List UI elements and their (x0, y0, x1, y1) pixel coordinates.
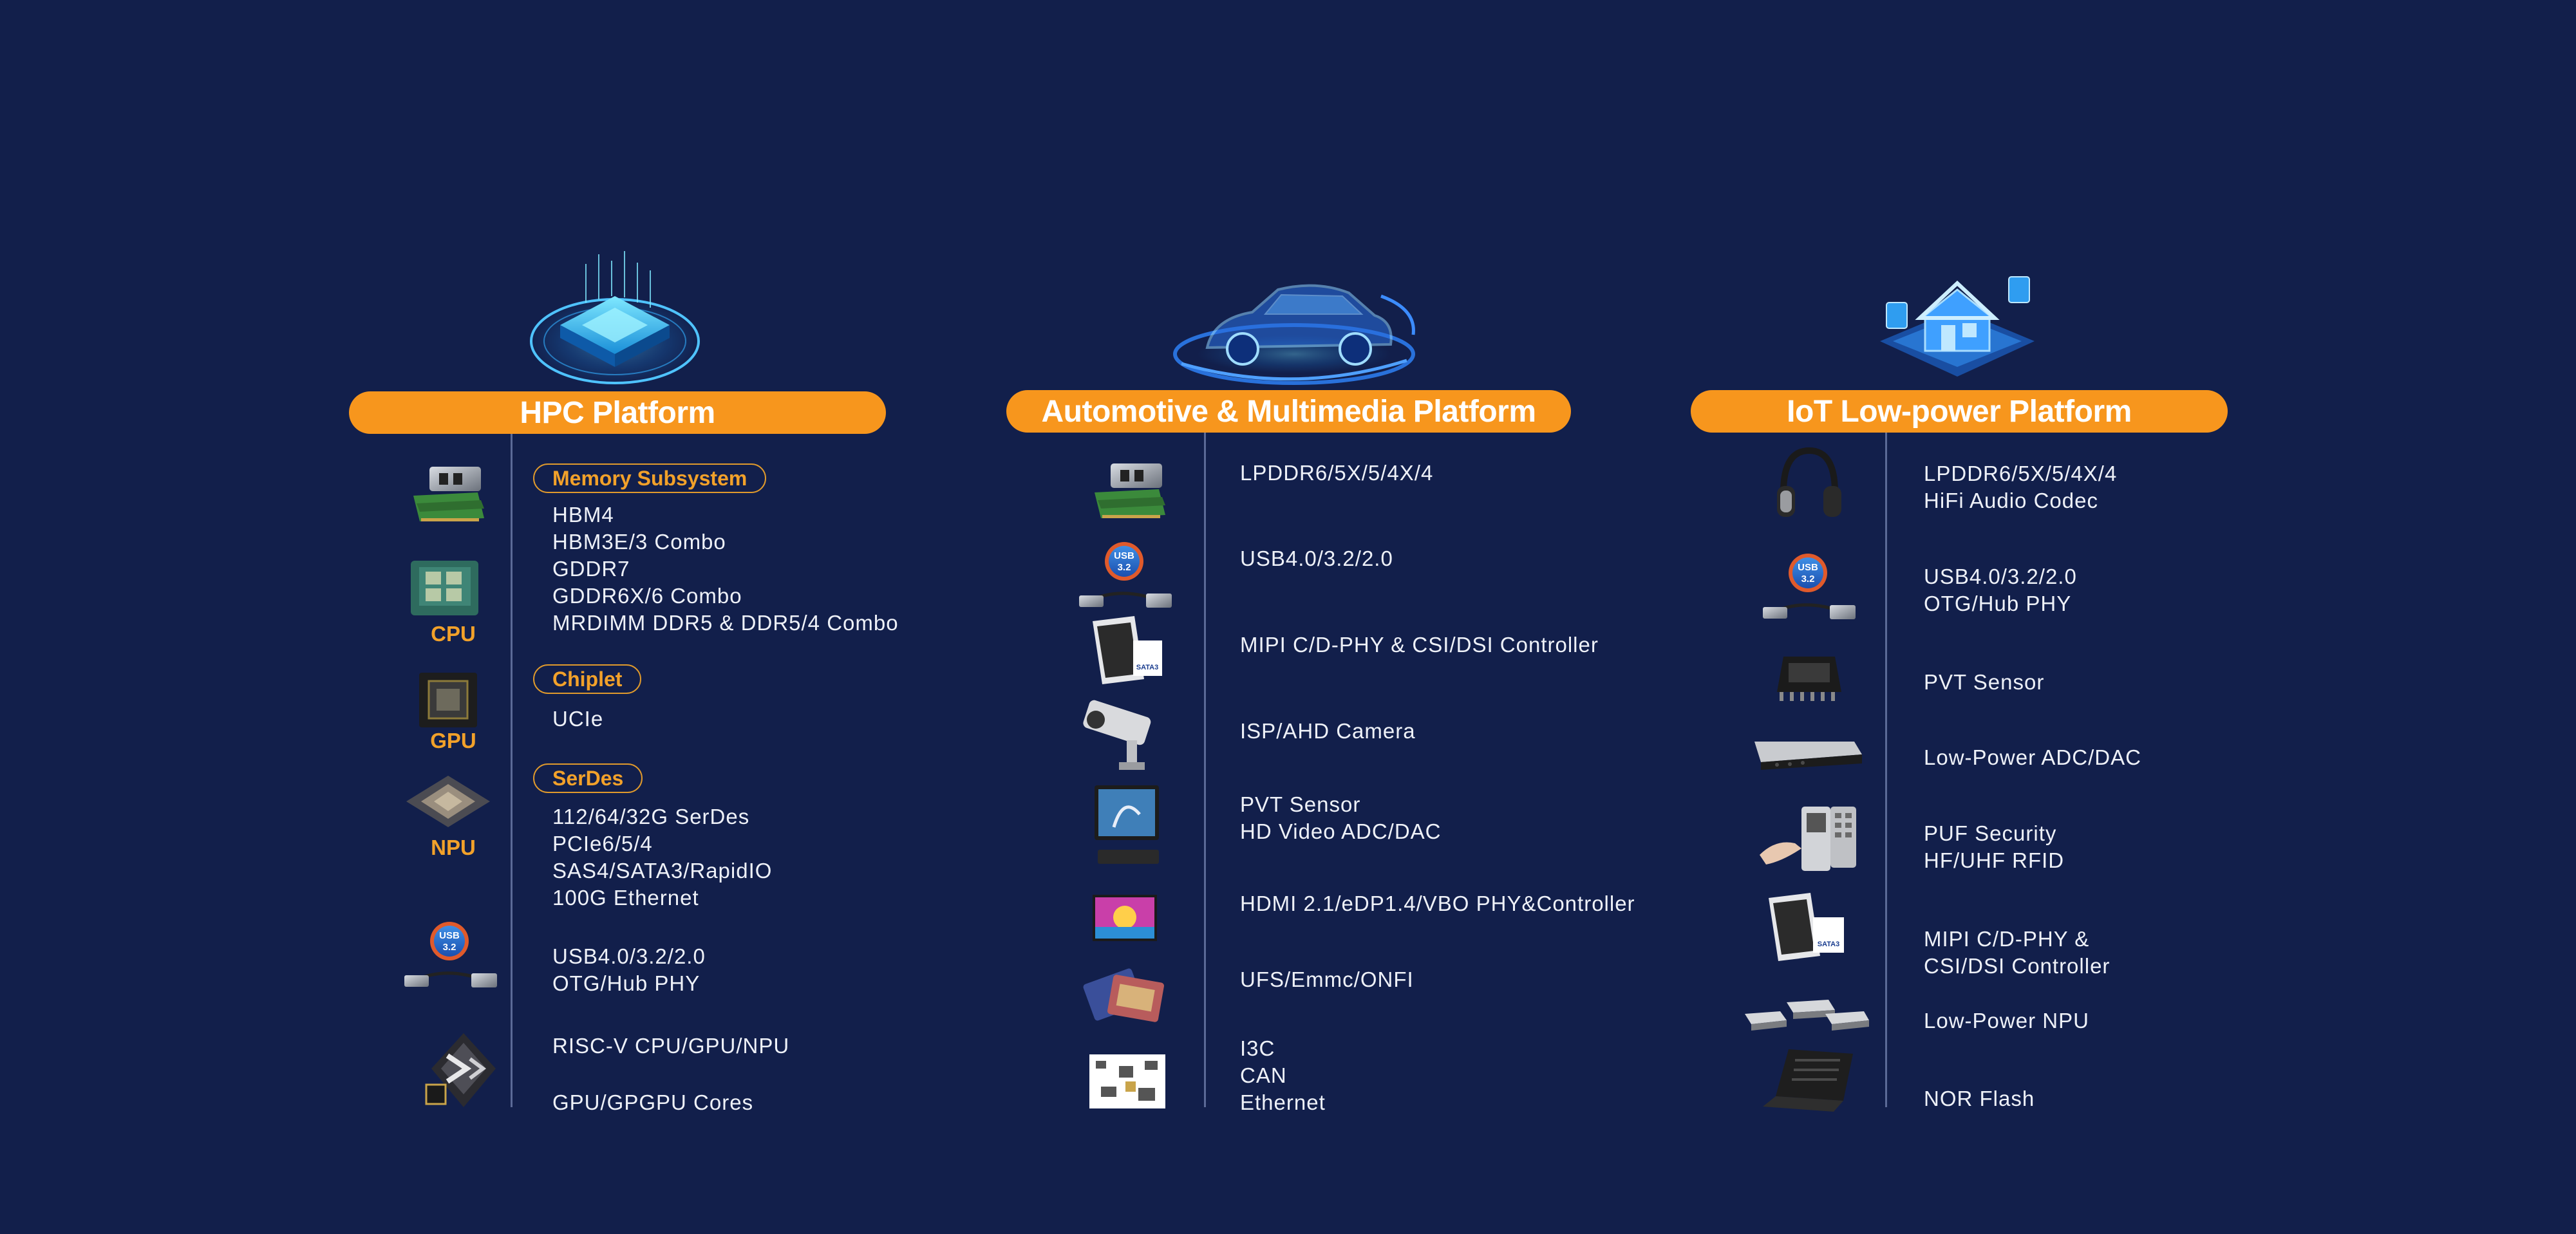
memory-subsystem-tag: Memory Subsystem (533, 463, 767, 493)
npu-chip-icon (403, 772, 493, 830)
iot-item-csi-dsi: CSI/DSI Controller (1924, 954, 2111, 978)
auto-item-usb: USB4.0/3.2/2.0 (1240, 547, 1393, 570)
flash-board-icon (1756, 1046, 1863, 1117)
hdmi-display-icon (1089, 892, 1161, 949)
auto-item-ethernet: Ethernet (1240, 1090, 1326, 1114)
glowing-chip-icon (522, 251, 708, 393)
usb-badge-bottom-text: 3.2 (1801, 574, 1815, 584)
auto-item-lpddr: LPDDR6/5X/5/4X/4 (1240, 461, 1434, 485)
gpu-label: GPU (430, 729, 476, 753)
sata-badge-text: SATA3 (1136, 664, 1158, 671)
usb-badge-bottom-text: 3.2 (1118, 562, 1131, 573)
usb-cable-icon: USB 3.2 (1758, 552, 1861, 626)
cpu-chip-icon (408, 557, 482, 619)
auto-item-isp: ISP/AHD Camera (1240, 719, 1416, 743)
sensor-module-icon (1771, 647, 1848, 705)
storage-cards-icon (1078, 962, 1168, 1027)
hpc-chiplet-item: UCIe (552, 707, 604, 731)
monitor-video-icon (1088, 782, 1165, 869)
npu-server-icon (1742, 995, 1870, 1037)
iot-item-nor-flash: NOR Flash (1924, 1087, 2035, 1110)
auto-divider (1204, 433, 1206, 1107)
hpc-serdes-item: 112/64/32G SerDes (552, 805, 750, 828)
hologram-car-icon (1169, 257, 1420, 393)
iot-item-otg: OTG/Hub PHY (1924, 592, 2072, 615)
iot-item-puf: PUF Security (1924, 821, 2057, 845)
hpc-usb-item: OTG/Hub PHY (552, 971, 700, 995)
interface-diagram-icon (1088, 1053, 1167, 1110)
gpu-chip-icon (416, 669, 480, 731)
usb-cable-icon: USB 3.2 (399, 921, 502, 995)
hpc-memory-item: MRDIMM DDR5 & DDR5/4 Combo (552, 611, 899, 635)
processor-cores-icon (418, 1030, 499, 1110)
iot-divider (1885, 433, 1887, 1107)
iot-item-pvt: PVT Sensor (1924, 670, 2045, 694)
memory-module-icon (1088, 454, 1172, 528)
hpc-usb-item: USB4.0/3.2/2.0 (552, 944, 706, 968)
npu-label: NPU (431, 836, 476, 859)
ssd-drive-icon: SATA3 (1083, 615, 1167, 687)
adc-device-icon (1751, 734, 1864, 772)
usb-badge-top-text: USB (439, 930, 460, 941)
smart-home-icon (1874, 264, 2041, 386)
hpc-memory-item: GDDR6X/6 Combo (552, 584, 742, 608)
iot-item-audio-codec: HiFi Audio Codec (1924, 489, 2098, 512)
hpc-memory-item: HBM4 (552, 503, 614, 527)
headphones-icon (1774, 444, 1845, 521)
usb-badge-bottom-text: 3.2 (443, 942, 456, 953)
sata-badge-text: SATA3 (1818, 940, 1839, 948)
security-keypad-icon (1756, 803, 1859, 875)
auto-item-ufs: UFS/Emmc/ONFI (1240, 968, 1414, 991)
iot-platform-banner: IoT Low-power Platform (1691, 390, 2228, 433)
iot-item-npu: Low-Power NPU (1924, 1009, 2089, 1033)
auto-platform-banner: Automotive & Multimedia Platform (1006, 390, 1571, 433)
iot-item-mipi: MIPI C/D-PHY & (1924, 927, 2090, 951)
auto-item-video-adc: HD Video ADC/DAC (1240, 819, 1442, 843)
hpc-serdes-item: SAS4/SATA3/RapidIO (552, 859, 773, 883)
usb-badge-top-text: USB (1114, 550, 1134, 561)
hpc-memory-item: HBM3E/3 Combo (552, 530, 726, 554)
iot-item-usb: USB4.0/3.2/2.0 (1924, 565, 2077, 588)
hpc-serdes-item: 100G Ethernet (552, 886, 699, 910)
hpc-memory-item: GDDR7 (552, 557, 630, 581)
hpc-riscv-item: RISC-V CPU/GPU/NPU (552, 1034, 790, 1058)
usb-badge-top-text: USB (1798, 562, 1818, 573)
serdes-tag: SerDes (533, 763, 643, 793)
hpc-platform-banner: HPC Platform (349, 391, 886, 434)
iot-item-adc: Low-Power ADC/DAC (1924, 745, 2141, 769)
cpu-label: CPU (431, 622, 476, 646)
iot-item-lpddr: LPDDR6/5X/5/4X/4 (1924, 462, 2118, 485)
ssd-drive-icon: SATA3 (1759, 892, 1848, 964)
iot-item-rfid: HF/UHF RFID (1924, 848, 2065, 872)
chiplet-tag: Chiplet (533, 664, 642, 694)
usb-cable-icon: USB 3.2 (1074, 541, 1177, 615)
auto-item-can: CAN (1240, 1063, 1287, 1087)
auto-item-i3c: I3C (1240, 1036, 1275, 1060)
memory-module-icon (407, 457, 491, 531)
auto-item-mipi: MIPI C/D-PHY & CSI/DSI Controller (1240, 633, 1599, 657)
security-camera-icon (1082, 695, 1162, 772)
hpc-gpu-cores-item: GPU/GPGPU Cores (552, 1090, 754, 1114)
auto-item-hdmi: HDMI 2.1/eDP1.4/VBO PHY&Controller (1240, 892, 1635, 915)
hpc-serdes-item: PCIe6/5/4 (552, 832, 653, 855)
hpc-divider (511, 434, 512, 1107)
auto-item-pvt: PVT Sensor (1240, 792, 1361, 816)
